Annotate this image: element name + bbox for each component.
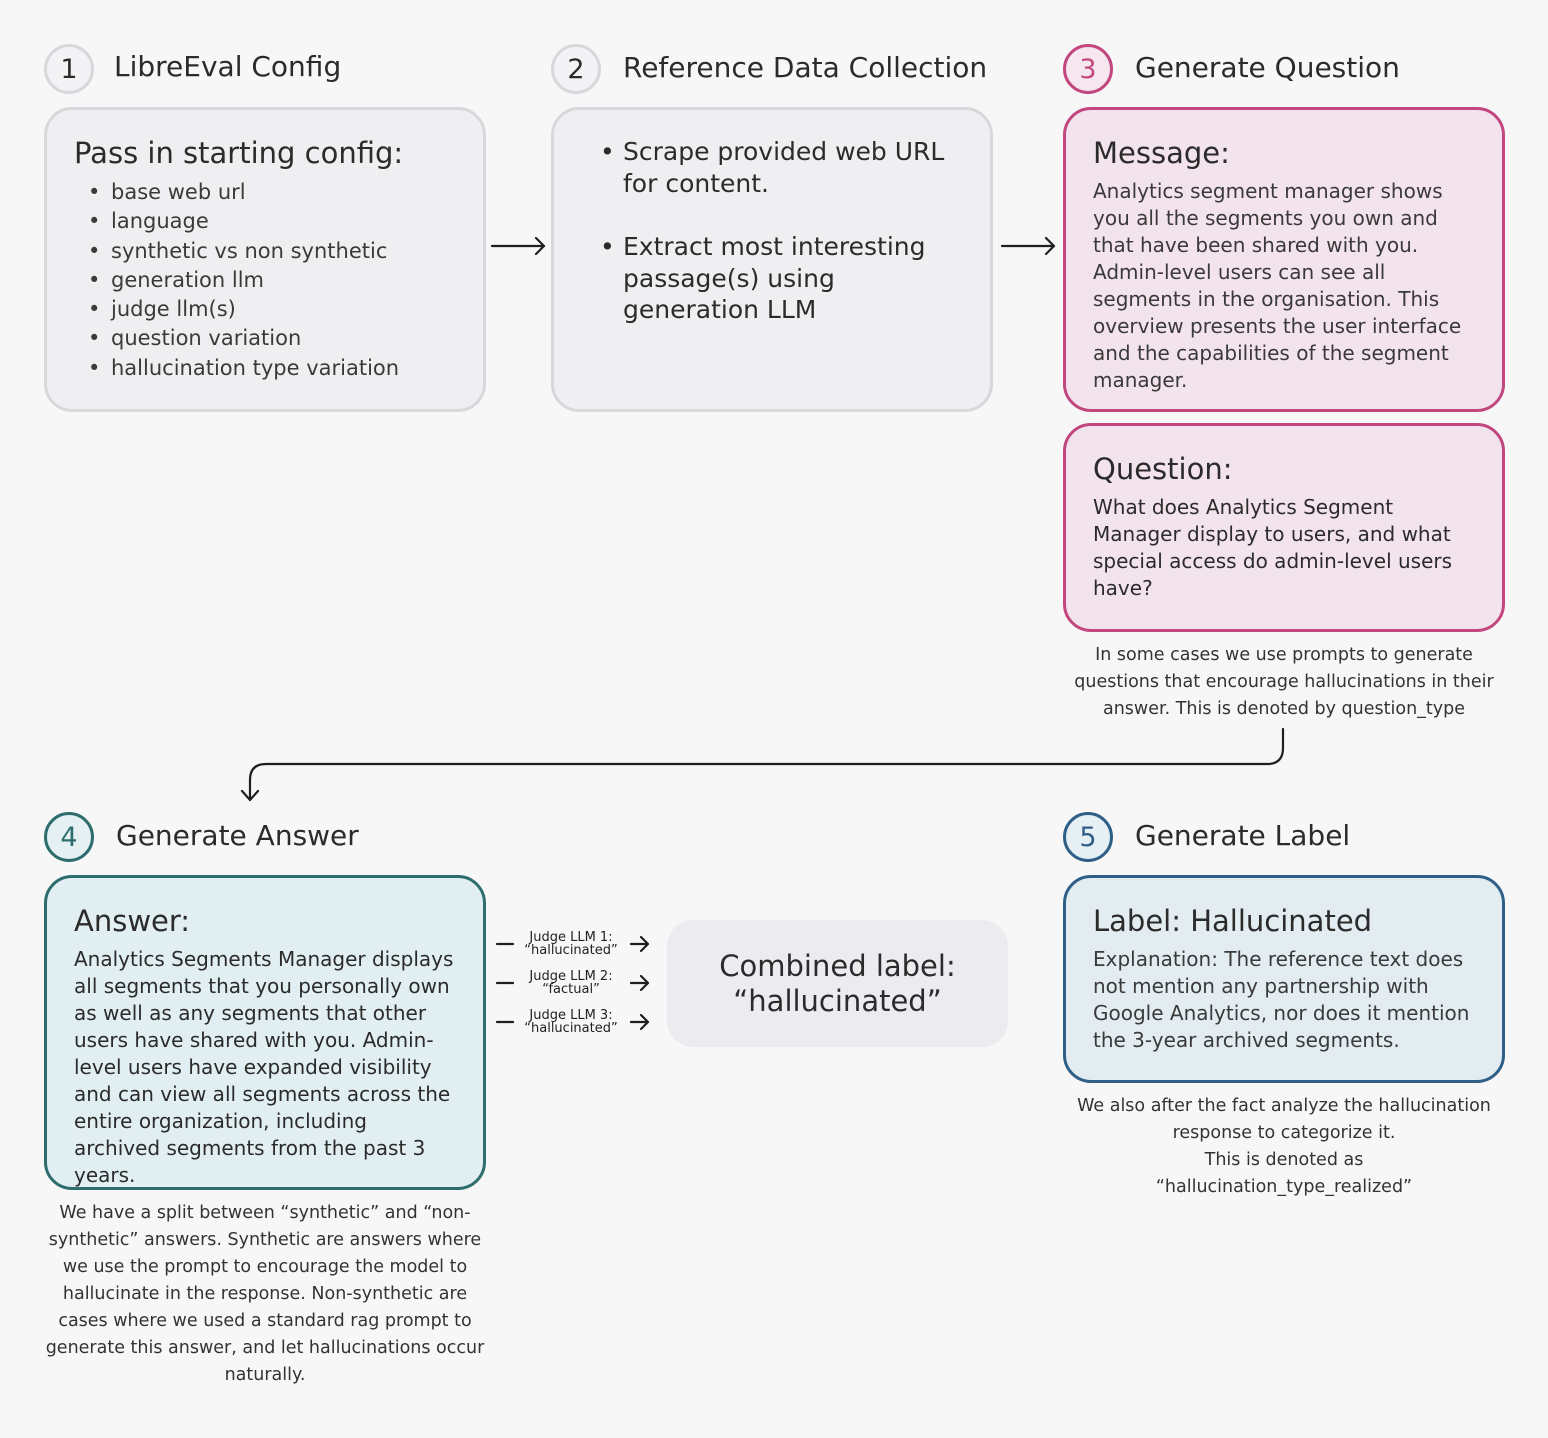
judge-1-label: Judge LLM 1: “hallucinated” <box>516 931 626 957</box>
message-card: Message: Analytics segment manager shows… <box>1063 107 1505 412</box>
judge-3-verdict: “hallucinated” <box>524 1021 618 1036</box>
label-card: Label: Hallucinated Explanation: The ref… <box>1063 875 1505 1083</box>
combined-label-value: “hallucinated” <box>733 983 942 1018</box>
step-5-number-badge: 5 <box>1063 812 1113 862</box>
reference-card: Scrape provided web URL for content. Ext… <box>551 107 993 412</box>
judge-2-label: Judge LLM 2: “factual” <box>516 970 626 996</box>
step-2-title: Reference Data Collection <box>623 51 988 84</box>
config-item: synthetic vs non synthetic <box>74 237 457 267</box>
judge-3-arrow <box>629 1013 650 1031</box>
judge-2-name: Judge LLM 2: <box>529 969 613 984</box>
answer-text: Analytics Segments Manager displays all … <box>74 947 454 1187</box>
config-heading: Pass in starting config: <box>74 136 404 170</box>
step-5-number: 5 <box>1079 821 1097 853</box>
hallucination-type-note-line: We also after the fact analyze the hallu… <box>1077 1096 1491 1143</box>
judge-2-verdict: “factual” <box>542 982 600 997</box>
arrow-question-to-answer <box>240 727 1285 802</box>
step-3-number: 3 <box>1079 53 1097 85</box>
hallucination-type-note-line: This is denoted as <box>1204 1150 1364 1170</box>
judge-3-name: Judge LLM 3: <box>529 1008 613 1023</box>
answer-heading: Answer: <box>74 904 191 938</box>
answer-card: Answer: Analytics Segments Manager displ… <box>44 875 486 1190</box>
combined-label-title: Combined label: <box>719 948 956 983</box>
label-heading: Label: Hallucinated <box>1093 904 1373 938</box>
judge-3-label: Judge LLM 3: “hallucinated” <box>516 1009 626 1035</box>
message-text: Analytics segment manager shows you all … <box>1093 179 1462 392</box>
arrow-reference-to-question <box>1000 236 1056 256</box>
config-item: judge llm(s) <box>74 295 457 325</box>
config-card: Pass in starting config: base web url la… <box>44 107 486 412</box>
step-1-title: LibreEval Config <box>114 50 342 83</box>
question-text: What does Analytics Segment Manager disp… <box>1093 495 1453 600</box>
question-type-note: In some cases we use prompts to generate… <box>1074 645 1494 719</box>
judge-2-arrow <box>629 974 650 992</box>
config-item: generation llm <box>74 266 457 296</box>
hallucination-type-note-line: “hallucination_type_realized” <box>1155 1177 1413 1197</box>
question-heading: Question: <box>1093 452 1233 486</box>
reference-item: Scrape provided web URL for content. <box>586 136 960 199</box>
synthetic-split-note: We have a split between “synthetic” and … <box>45 1203 485 1385</box>
config-item: hallucination type variation <box>74 354 457 384</box>
step-5-title: Generate Label <box>1135 819 1351 852</box>
question-card: Question: What does Analytics Segment Ma… <box>1063 423 1505 632</box>
config-item: language <box>74 207 457 237</box>
step-2-number-badge: 2 <box>551 44 601 94</box>
step-2-number: 2 <box>567 53 585 85</box>
combined-label-box: Combined label: “hallucinated” <box>667 920 1008 1047</box>
step-4-number: 4 <box>60 821 78 853</box>
step-1-number-badge: 1 <box>44 44 94 94</box>
reference-list: Scrape provided web URL for content. Ext… <box>586 136 960 326</box>
reference-item: Extract most interesting passage(s) usin… <box>586 231 960 326</box>
config-item: base web url <box>74 178 457 208</box>
step-1-number: 1 <box>60 53 78 85</box>
judge-1-arrow <box>629 935 650 953</box>
step-4-number-badge: 4 <box>44 812 94 862</box>
step-4-title: Generate Answer <box>116 819 359 852</box>
judge-1-name: Judge LLM 1: <box>529 930 613 945</box>
label-explanation: Explanation: The reference text does not… <box>1093 947 1470 1052</box>
judge-1-verdict: “hallucinated” <box>524 943 618 958</box>
step-3-title: Generate Question <box>1135 51 1400 84</box>
message-heading: Message: <box>1093 136 1230 170</box>
config-item: question variation <box>74 324 457 354</box>
hallucination-type-note: We also after the fact analyze the hallu… <box>1068 1093 1500 1201</box>
arrow-config-to-reference <box>490 236 546 256</box>
config-list: base web url language synthetic vs non s… <box>74 178 457 383</box>
step-3-number-badge: 3 <box>1063 44 1113 94</box>
